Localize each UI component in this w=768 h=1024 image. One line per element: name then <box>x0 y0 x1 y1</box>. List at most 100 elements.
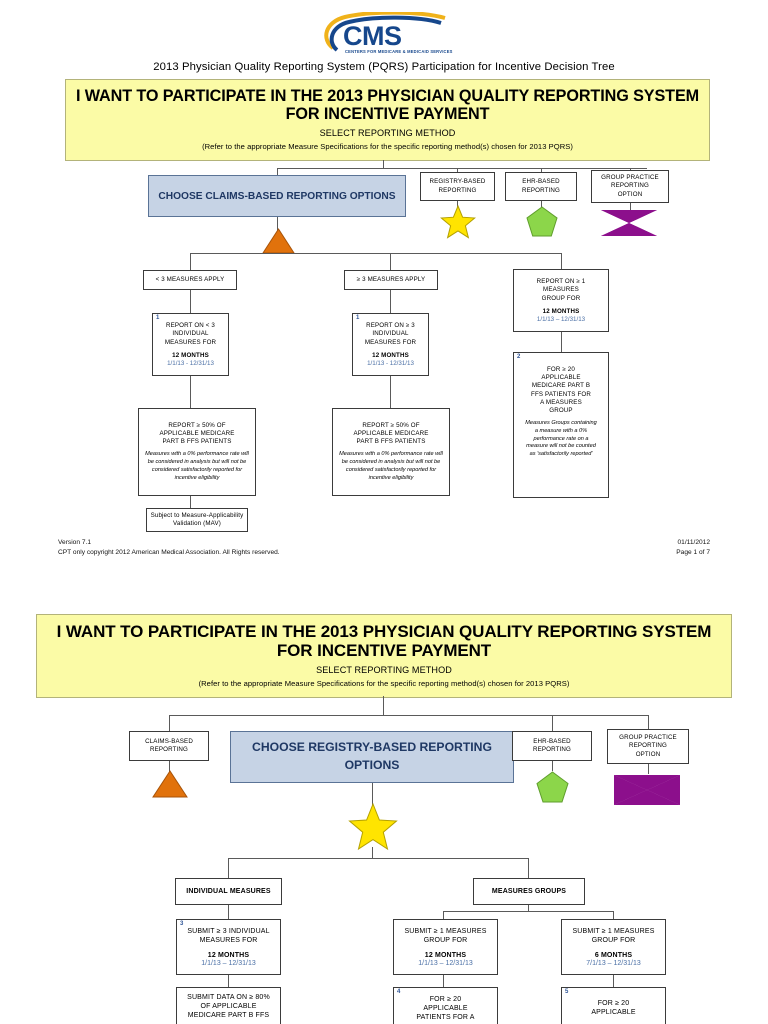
connector-line <box>190 253 191 270</box>
connector-line <box>528 905 529 912</box>
node-line-2: GROUP FOR <box>591 937 636 945</box>
choose-box-label: CHOOSE CLAIMS-BASED REPORTING OPTIONS <box>158 190 396 202</box>
node-months: 12 MONTHS <box>542 307 580 315</box>
method-label-3: OPTION <box>617 190 643 198</box>
method-box-registry-based[interactable]: REGISTRY-BASED REPORTING <box>420 172 495 201</box>
banner-line-2: FOR INCENTIVE PAYMENT <box>285 105 490 124</box>
footer-copyright: CPT only copyright 2012 American Medical… <box>58 548 280 556</box>
method-box-ehr-based[interactable]: EHR-BASED REPORTING <box>505 172 577 201</box>
cms-logo: CMS CENTERS FOR MEDICARE & MEDICAID SERV… <box>315 12 465 60</box>
connector-line <box>552 715 553 731</box>
node-line-1: FOR ≥ 20 <box>429 996 462 1003</box>
node-number-marker: 4 <box>397 989 401 995</box>
node-line-2: MEASURES FOR <box>199 937 258 945</box>
footer-right: 01/11/2012 Page 1 of 7 <box>676 538 710 557</box>
connector-line <box>190 290 191 313</box>
connector-line <box>390 290 391 313</box>
method-box-group-practice[interactable]: GROUP PRACTICE REPORTING OPTION <box>607 729 689 764</box>
banner-line-1: I WANT TO PARTICIPATE IN THE 2013 PHYSIC… <box>75 87 700 105</box>
method-label-2: REPORTING <box>610 182 650 190</box>
method-label-2: REPORTING <box>438 186 477 194</box>
method-label: GROUP PRACTICE <box>619 734 677 742</box>
node-line-6: GROUP <box>549 406 573 414</box>
connector-line <box>169 715 648 716</box>
method-label-3: OPTION <box>635 750 661 758</box>
connector-line <box>443 911 613 912</box>
branch-label: ≥ 3 MEASURES APPLY <box>356 275 426 283</box>
node-months: 6 MONTHS <box>594 951 633 959</box>
bowtie-shape <box>601 210 657 236</box>
method-label-2: REPORTING <box>521 186 561 194</box>
node-line-1: REPORT ON ≥ 1 <box>536 278 586 286</box>
branch-box-measures-groups[interactable]: MEASURES GROUPS <box>473 878 585 905</box>
node-4-for-20-applicable-patients[interactable]: 4 FOR ≥ 20 APPLICABLE PATIENTS FOR A <box>393 987 498 1024</box>
node-line-1: REPORT ON < 3 <box>165 322 215 330</box>
branch-box-3-or-more-measures[interactable]: ≥ 3 MEASURES APPLY <box>344 270 438 290</box>
connector-line <box>228 858 528 859</box>
banner-participate-page2: I WANT TO PARTICIPATE IN THE 2013 PHYSIC… <box>36 614 732 699</box>
connector-line <box>277 168 278 175</box>
node-report-50-percent-left[interactable]: REPORT ≥ 50% OF APPLICABLE MEDICARE PART… <box>138 408 256 496</box>
connector-line <box>541 201 542 209</box>
node-line-1: SUBMIT DATA ON ≥ 80% <box>187 994 270 1001</box>
node-line-2: MEASURES <box>543 286 579 294</box>
choose-box-label-line-2: OPTIONS <box>344 758 400 772</box>
svg-text:CMS: CMS <box>343 21 402 51</box>
node-1-claims-3-or-more[interactable]: 1 REPORT ON ≥ 3 INDIVIDUAL MEASURES FOR … <box>352 313 429 376</box>
connector-line <box>648 764 649 774</box>
node-line-2: APPLICABLE MEDICARE <box>353 429 429 437</box>
node-dates: 1/1/13 – 12/31/13 <box>201 959 256 967</box>
node-5-for-20-applicable[interactable]: 5 FOR ≥ 20 APPLICABLE <box>561 987 666 1024</box>
choose-registry-based-reporting-box[interactable]: CHOOSE REGISTRY-BASED REPORTING OPTIONS <box>230 731 514 783</box>
node-submit-1-measures-group-6-months[interactable]: SUBMIT ≥ 1 MEASURES GROUP FOR 6 MONTHS 7… <box>561 919 666 975</box>
connector-line <box>613 911 614 920</box>
star-shape <box>440 205 476 239</box>
bowtie-shape <box>614 775 680 805</box>
node-note: Measures with a 0% performance rate will… <box>339 451 443 481</box>
node-measure-applicability-validation[interactable]: Subject to Measure-Applicability Validat… <box>146 508 248 532</box>
node-line-1: REPORT ≥ 50% OF <box>168 421 226 429</box>
connector-line <box>613 975 614 987</box>
node-submit-data-80-percent[interactable]: SUBMIT DATA ON ≥ 80% OF APPLICABLE MEDIC… <box>176 987 281 1024</box>
node-1-claims-less-than-3[interactable]: 1 REPORT ON < 3 INDIVIDUAL MEASURES FOR … <box>152 313 229 376</box>
pentagon-shape <box>536 771 569 803</box>
method-box-claims-based[interactable]: CLAIMS-BASED REPORTING <box>129 731 209 761</box>
banner-line-3: SELECT REPORTING METHOD <box>316 665 452 676</box>
node-line-2: GROUP FOR <box>423 937 468 945</box>
node-months: 12 MONTHS <box>207 951 250 959</box>
branch-box-individual-measures[interactable]: INDIVIDUAL MEASURES <box>175 878 282 905</box>
node-line-2: APPLICABLE <box>541 374 581 382</box>
node-report-on-1-measures-group[interactable]: REPORT ON ≥ 1 MEASURES GROUP FOR 12 MONT… <box>513 269 609 332</box>
method-label: GROUP PRACTICE <box>601 174 659 182</box>
choose-claims-based-reporting-box[interactable]: CHOOSE CLAIMS-BASED REPORTING OPTIONS <box>148 175 406 217</box>
document-title: 2013 Physician Quality Reporting System … <box>153 61 615 73</box>
connector-line <box>169 761 170 772</box>
method-label-2: REPORTING <box>532 746 572 753</box>
node-line-1: SUBMIT ≥ 1 MEASURES <box>572 928 655 936</box>
node-dates: 1/1/13 - 12/31/13 <box>167 359 214 367</box>
node-2-measures-group-20-patients[interactable]: 2 FOR ≥ 20 APPLICABLE MEDICARE PART B FF… <box>513 352 609 498</box>
connector-line <box>457 168 458 175</box>
node-number-marker: 1 <box>356 315 360 321</box>
node-line-2: APPLICABLE <box>423 1005 468 1013</box>
connector-line <box>630 203 631 212</box>
node-line-3: PATIENTS FOR A <box>416 1014 475 1022</box>
node-line-3: PART B FFS PATIENTS <box>162 438 232 446</box>
banner-participate-page1: I WANT TO PARTICIPATE IN THE 2013 PHYSIC… <box>65 79 710 162</box>
node-line-2: INDIVIDUAL <box>372 330 409 338</box>
node-report-50-percent-mid[interactable]: REPORT ≥ 50% OF APPLICABLE MEDICARE PART… <box>332 408 450 496</box>
node-line-2: INDIVIDUAL <box>172 330 209 338</box>
banner-line-4: (Refer to the appropriate Measure Specif… <box>198 679 570 689</box>
node-3-submit-3-individual-measures[interactable]: 3 SUBMIT ≥ 3 INDIVIDUAL MEASURES FOR 12 … <box>176 919 281 975</box>
node-line-3: MEASURES FOR <box>164 338 217 346</box>
method-label: EHR-BASED <box>533 737 571 745</box>
method-box-ehr-based[interactable]: EHR-BASED REPORTING <box>512 731 592 761</box>
node-months: 12 MONTHS <box>372 351 409 359</box>
node-months: 12 MONTHS <box>172 351 209 359</box>
method-box-group-practice[interactable]: GROUP PRACTICE REPORTING OPTION <box>591 170 669 203</box>
node-line-5: A MEASURES <box>540 398 582 406</box>
node-submit-1-measures-group-12-months[interactable]: SUBMIT ≥ 1 MEASURES GROUP FOR 12 MONTHS … <box>393 919 498 975</box>
node-line-3: MEDICARE PART B FFS <box>187 1012 270 1020</box>
connector-line <box>277 217 278 235</box>
branch-box-less-than-3-measures[interactable]: < 3 MEASURES APPLY <box>143 270 237 290</box>
